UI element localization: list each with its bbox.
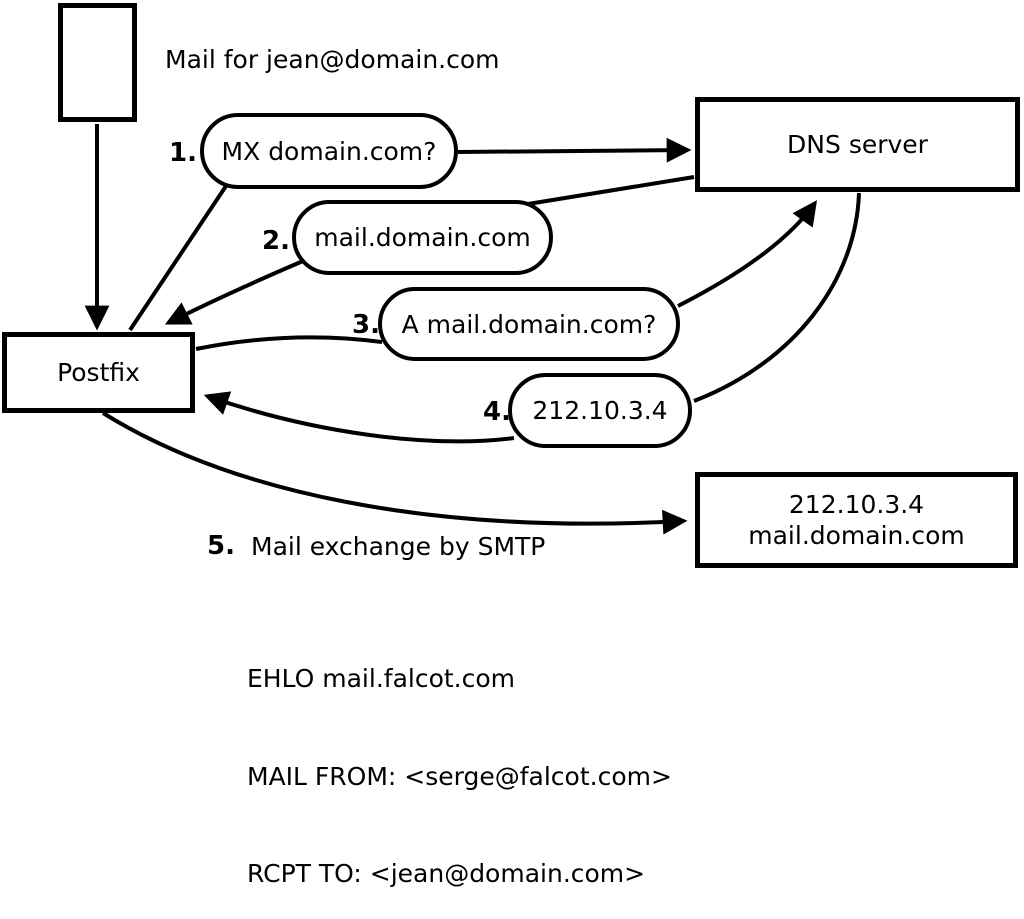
answer-pill-mailhost: mail.domain.com [292, 200, 553, 275]
step-4-number: 4. [483, 397, 511, 427]
query-pill-mx-label: MX domain.com? [221, 136, 437, 166]
mail-note: Mail for jean@domain.com [165, 45, 500, 74]
postfix-box: Postfix [2, 332, 195, 413]
smtp-line-ehlo: EHLO mail.falcot.com [247, 664, 516, 693]
smtp-line-rcptto: RCPT TO: <jean@domain.com> [247, 859, 646, 888]
step-3-number: 3. [352, 310, 380, 340]
postfix-label: Postfix [57, 358, 140, 387]
query-pill-a-record-label: A mail.domain.com? [401, 309, 657, 339]
dns-server-label: DNS server [787, 130, 928, 159]
answer-pill-ip: 212.10.3.4 [508, 373, 692, 448]
line-dns-to-answer2 [527, 175, 695, 206]
smtp-line-mailfrom: MAIL FROM: <serge@falcot.com> [247, 761, 672, 791]
answer-pill-ip-label: 212.10.3.4 [532, 396, 668, 425]
line-postfix-to-query1 [128, 184, 228, 332]
step-1-number: 1. [169, 138, 197, 168]
step-5-label: Mail exchange by SMTP [251, 532, 546, 561]
step-5-number: 5. [207, 531, 235, 561]
mail-server-ip: 212.10.3.4 [788, 490, 925, 519]
arrow-answer2-to-postfix [164, 259, 304, 325]
arrow-query1-to-dns [457, 137, 692, 163]
dns-server-box: DNS server [695, 97, 1020, 192]
query-pill-mx: MX domain.com? [200, 113, 458, 189]
mail-server-box: 212.10.3.4 mail.domain.com [695, 472, 1018, 568]
smtp-session-transcript: EHLO mail.falcot.com MAIL FROM: <serge@f… [247, 598, 672, 919]
mail-envelope-icon [58, 3, 137, 122]
mail-server-hostname: mail.domain.com [748, 521, 965, 550]
arrow-query3-to-dns [677, 200, 818, 308]
step-2-number: 2. [262, 226, 290, 256]
answer-pill-mailhost-label: mail.domain.com [314, 223, 531, 252]
arrow-answer4-to-postfix [203, 391, 515, 444]
line-dns-to-answer4 [693, 192, 861, 403]
query-pill-a-record: A mail.domain.com? [378, 287, 680, 361]
